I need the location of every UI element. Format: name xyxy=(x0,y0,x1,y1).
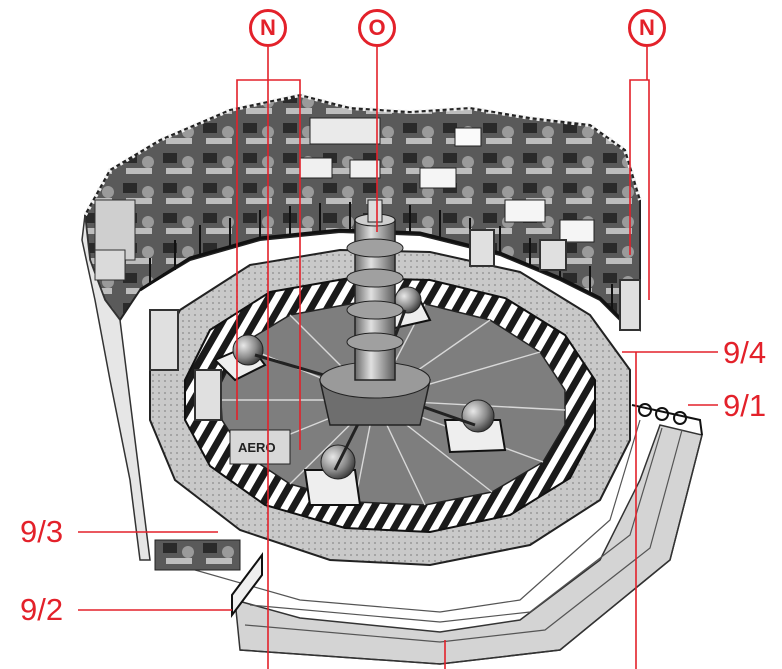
label-9-4: 9/4 xyxy=(723,335,767,370)
callout-n-left: N xyxy=(249,9,287,47)
leader-lines xyxy=(78,47,718,669)
leader-n-left-bracket xyxy=(236,79,301,450)
stepped-platform xyxy=(154,419,703,665)
gondola xyxy=(443,399,507,454)
back-fence xyxy=(139,202,622,320)
left-side-wall xyxy=(81,199,151,561)
light-posts xyxy=(149,229,641,421)
central-tower xyxy=(319,199,431,426)
callout-o: O xyxy=(358,9,396,47)
label-9-2: 9/2 xyxy=(20,592,64,627)
svg-text:AERO: AERO xyxy=(238,440,276,455)
label-9-1: 9/1 xyxy=(723,388,767,423)
front-left-railing xyxy=(231,552,263,618)
right-railing xyxy=(631,403,703,436)
leader-n-right xyxy=(629,47,650,300)
entrance-sign: AERO xyxy=(229,429,291,465)
label-9-3: 9/3 xyxy=(20,514,64,549)
gondola xyxy=(213,334,267,382)
callout-n-right: N xyxy=(628,9,666,47)
back-wall xyxy=(83,92,642,332)
